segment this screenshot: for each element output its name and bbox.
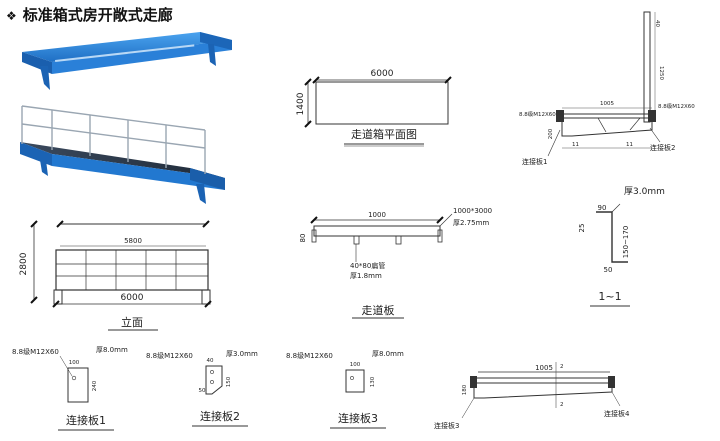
side-dim-left: 11: [572, 142, 579, 148]
side-beam-depth: 200: [548, 128, 554, 139]
section-right-label: 连接板4: [604, 409, 630, 418]
bracket-section: 厚3.0mm 90 25 150~170 50 1~1: [578, 186, 665, 307]
bracket-bottom: 50: [604, 266, 613, 274]
plan-view: 6000 1400 走道箱平面图: [296, 69, 452, 147]
elev-height: 2800: [19, 252, 29, 275]
plate2-bolt: 8.8级M12X60: [146, 351, 193, 360]
plan-caption: 走道箱平面图: [351, 127, 417, 141]
section-mark-top: 2: [560, 364, 564, 370]
plate3-bolt: 8.8级M12X60: [286, 351, 333, 360]
bracket-left: 25: [578, 224, 586, 233]
elev-inner-length: 5800: [124, 237, 142, 245]
bracket-top: 90: [598, 204, 607, 212]
elev-caption: 立面: [121, 315, 143, 329]
plate-1: 8.8级M12X60 厚8.0mm 100 240 连接板1: [12, 346, 128, 431]
plate1-height: 240: [92, 380, 98, 391]
board-tube-thickness: 厚1.8mm: [350, 272, 382, 280]
plate2-bottom: 50: [199, 388, 206, 394]
post-height: 1250: [658, 66, 664, 80]
plate3-caption: 连接板3: [338, 411, 378, 425]
board-sheet-thickness: 厚2.75mm: [453, 219, 489, 227]
title-bullet-icon: ❖: [6, 9, 17, 23]
side-plate2-label: 连接板2: [650, 143, 675, 152]
side-bolt-left: 8.8级M12X60: [519, 110, 556, 118]
render-walkway: [20, 105, 225, 204]
bracket-thickness: 厚3.0mm: [624, 186, 665, 197]
side-span: 1005: [600, 101, 614, 107]
board-caption: 走道板: [362, 303, 395, 317]
page-title: ❖ 标准箱式房开敞式走廊: [6, 4, 173, 25]
plan-width-label: 1400: [296, 92, 306, 115]
board-width: 1000: [368, 211, 386, 219]
section-mark-bottom: 2: [560, 402, 564, 408]
board-sheet-size: 1000*3000: [453, 207, 492, 215]
section-depth: 180: [462, 384, 468, 395]
side-detail: 40 1250 1005 8.8级M12X60 8.8级M12X60 200 1…: [519, 11, 695, 166]
plate1-bolt: 8.8级M12X60: [12, 347, 59, 356]
section-left-label: 连接板3: [434, 421, 459, 430]
plate3-thickness: 厚8.0mm: [372, 350, 404, 358]
plate-3: 8.8级M12X60 厚8.0mm 100 130 连接板3: [286, 350, 404, 429]
elev-outer-length: 6000: [121, 293, 144, 303]
walkway-board: 1000 80 40*80扁管 厚1.8mm 1000*3000 厚2.75mm…: [299, 207, 492, 319]
elevation: 5800 2800 6000 立面: [19, 220, 212, 331]
post-top-height: 40: [654, 20, 660, 27]
bracket-caption: 1~1: [598, 290, 621, 303]
plate1-width: 100: [69, 360, 80, 366]
plate3-width: 100: [350, 362, 361, 368]
board-tube: 40*80扁管: [350, 261, 385, 270]
section-span: 1005: [535, 364, 553, 372]
side-bolt-right: 8.8级M12X60: [658, 102, 695, 110]
plan-length-label: 6000: [371, 69, 394, 79]
title-text: 标准箱式房开敞式走廊: [22, 6, 173, 24]
board-depth: 80: [299, 234, 307, 243]
render-canopy: [22, 32, 232, 90]
plate1-thickness: 厚8.0mm: [96, 346, 128, 354]
plate1-caption: 连接板1: [66, 413, 106, 427]
plate3-height: 130: [370, 376, 376, 387]
bracket-range: 150~170: [622, 226, 630, 259]
bottom-section: 1005 2 2 180 连接板3 连接板4: [434, 362, 630, 430]
plate-2: 8.8级M12X60 厚3.0mm 40 50 150 连接板2: [146, 350, 258, 427]
side-dim-right: 11: [626, 142, 633, 148]
plate2-height: 150: [226, 376, 232, 387]
side-plate1-label: 连接板1: [522, 157, 547, 166]
plate2-caption: 连接板2: [200, 409, 240, 423]
plate2-thickness: 厚3.0mm: [226, 350, 258, 358]
plate2-top: 40: [207, 358, 214, 364]
